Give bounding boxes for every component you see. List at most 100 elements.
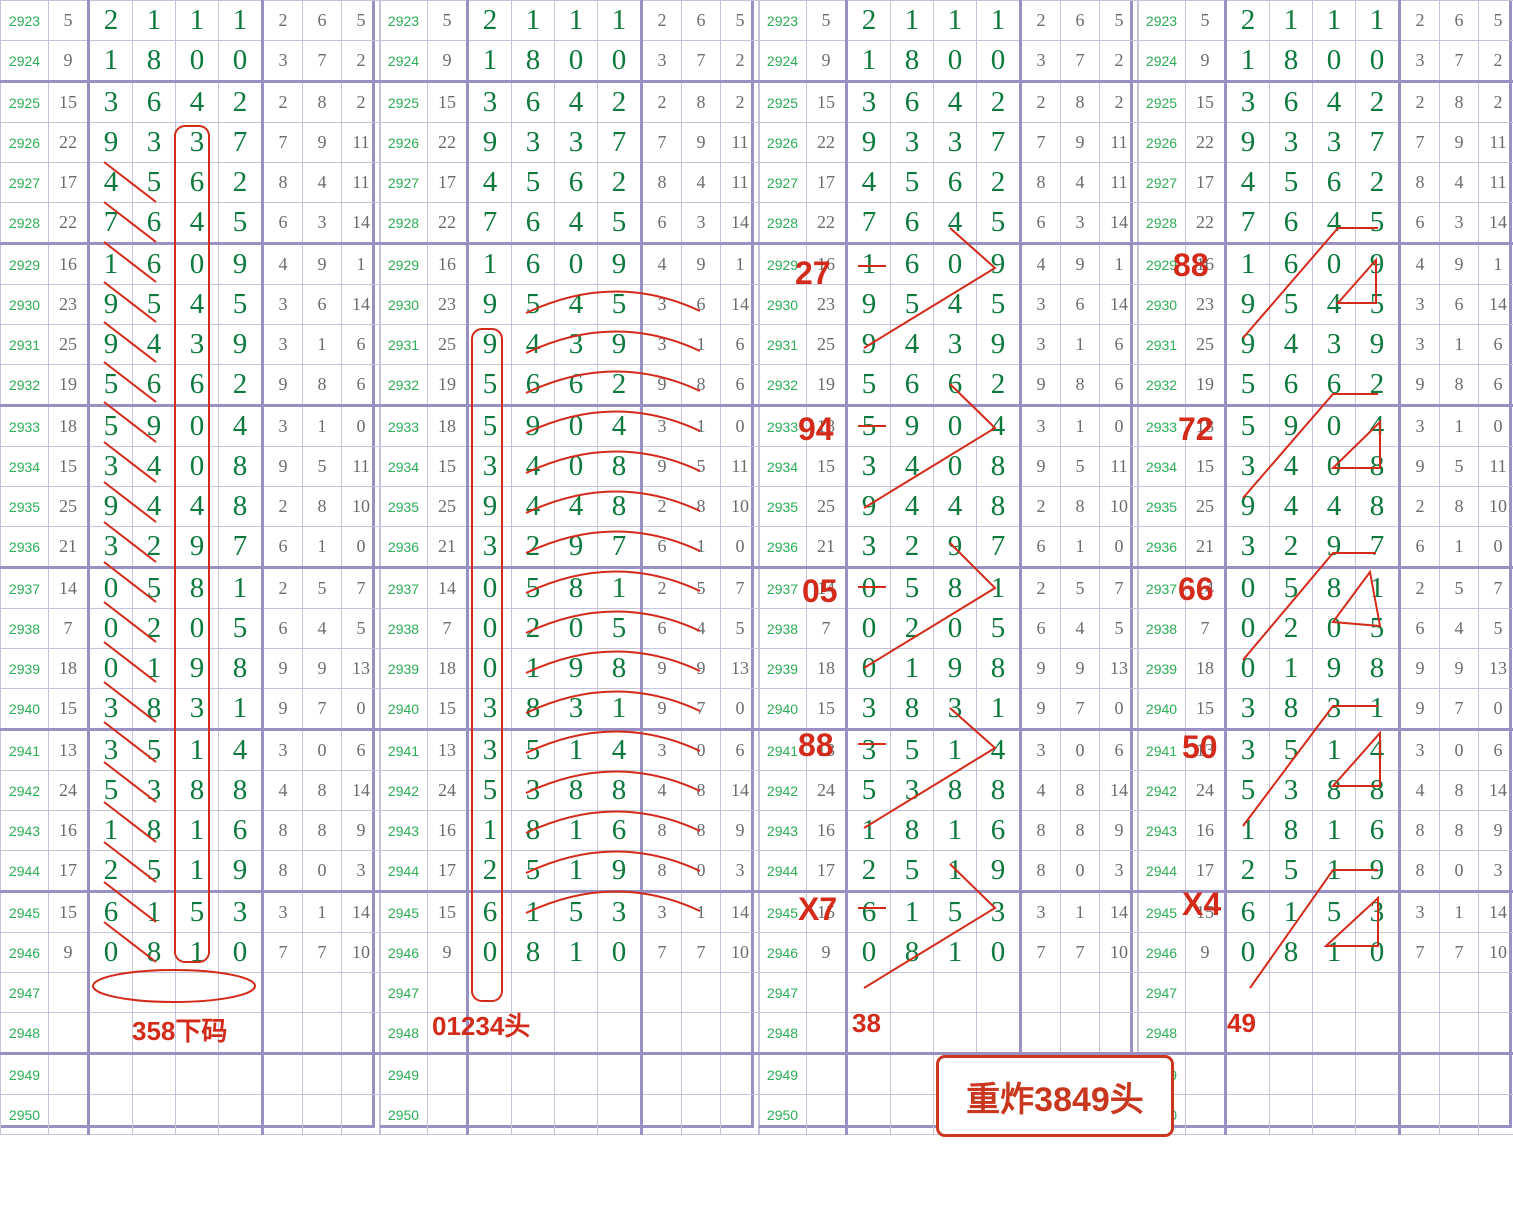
digit-cell: 0: [554, 608, 598, 649]
digit-cell: [1224, 1012, 1270, 1054]
sum-cell: 18: [1185, 404, 1226, 447]
stat-cell: 5: [341, 608, 381, 649]
digit-cell: 1: [933, 0, 977, 41]
digit-cell: 5: [1269, 566, 1313, 609]
issue-cell: 2930: [1137, 284, 1186, 325]
digit-cell: 4: [1312, 284, 1356, 325]
digit-cell: 3: [845, 526, 891, 568]
digit-cell: 4: [890, 446, 934, 487]
stat-cell: [1439, 1012, 1479, 1054]
stat-cell: 3: [640, 284, 682, 325]
sum-cell: [806, 1052, 847, 1095]
issue-cell: 2923: [0, 0, 49, 41]
digit-cell: 5: [511, 284, 555, 325]
stat-cell: 6: [1060, 284, 1100, 325]
digit-cell: [890, 1052, 934, 1095]
stat-cell: 8: [261, 810, 303, 851]
stat-cell: 7: [681, 932, 721, 973]
digit-cell: [218, 972, 263, 1013]
stat-cell: 9: [302, 242, 342, 285]
stat-cell: 1: [1060, 890, 1100, 933]
digit-cell: 7: [976, 122, 1021, 163]
digit-cell: 6: [890, 202, 934, 244]
digit-cell: 5: [1224, 770, 1270, 811]
issue-cell: 2925: [0, 80, 49, 123]
stat-cell: [681, 1052, 721, 1095]
issue-cell: 2939: [0, 648, 49, 689]
digit-cell: 1: [1224, 40, 1270, 82]
issue-cell: 2944: [0, 850, 49, 892]
stat-cell: 8: [640, 810, 682, 851]
digit-cell: 9: [1355, 242, 1400, 285]
issue-cell: 2941: [379, 728, 428, 771]
issue-cell: 2931: [1137, 324, 1186, 365]
issue-cell: 2949: [379, 1052, 428, 1095]
stat-cell: 9: [1398, 688, 1440, 730]
digit-cell: [1312, 1094, 1356, 1135]
sum-cell: 21: [427, 526, 468, 568]
digit-cell: 8: [554, 566, 598, 609]
digit-cell: 3: [1224, 80, 1270, 123]
issue-cell: 2948: [0, 1012, 49, 1054]
stat-cell: 5: [720, 608, 760, 649]
digit-cell: 1: [218, 0, 263, 41]
stat-cell: 7: [1019, 122, 1061, 163]
issue-cell: 2943: [0, 810, 49, 851]
stat-cell: 13: [1099, 648, 1139, 689]
stat-cell: 8: [1439, 364, 1479, 406]
digit-cell: 8: [976, 770, 1021, 811]
digit-cell: 7: [597, 526, 642, 568]
digit-cell: 9: [1224, 486, 1270, 527]
digit-cell: 5: [890, 162, 934, 203]
digit-cell: 0: [597, 40, 642, 82]
digit-cell: 9: [890, 404, 934, 447]
sum-cell: [48, 1012, 89, 1054]
digit-cell: 0: [87, 932, 133, 973]
digit-cell: 6: [1312, 364, 1356, 406]
digit-cell: [597, 972, 642, 1013]
stat-cell: 0: [1439, 728, 1479, 771]
stat-cell: 9: [1019, 446, 1061, 487]
issue-cell: 2940: [379, 688, 428, 730]
digit-cell: 2: [132, 526, 176, 568]
stat-cell: 0: [1060, 850, 1100, 892]
digit-cell: 9: [845, 122, 891, 163]
digit-cell: [554, 1094, 598, 1135]
stat-cell: 2: [720, 80, 760, 123]
stat-cell: 4: [681, 608, 721, 649]
digit-cell: 4: [1269, 324, 1313, 365]
stat-cell: 7: [1439, 932, 1479, 973]
sum-cell: 15: [806, 80, 847, 123]
issue-cell: 2924: [0, 40, 49, 82]
stat-cell: 8: [681, 80, 721, 123]
digit-cell: [466, 1052, 512, 1095]
stat-cell: 7: [261, 122, 303, 163]
digit-cell: 4: [890, 324, 934, 365]
stat-cell: 3: [640, 890, 682, 933]
stat-cell: 14: [1478, 770, 1513, 811]
issue-cell: 2924: [379, 40, 428, 82]
stat-cell: 8: [261, 850, 303, 892]
stat-cell: 9: [1019, 648, 1061, 689]
issue-cell: 2924: [1137, 40, 1186, 82]
digit-cell: 8: [933, 566, 977, 609]
sum-cell: [427, 1052, 468, 1095]
digit-cell: 6: [976, 810, 1021, 851]
issue-cell: 2932: [758, 364, 807, 406]
digit-cell: 1: [87, 40, 133, 82]
digit-cell: 0: [976, 40, 1021, 82]
digit-cell: 4: [933, 80, 977, 123]
stat-cell: 7: [640, 122, 682, 163]
stat-cell: 0: [302, 728, 342, 771]
digit-cell: 8: [890, 810, 934, 851]
